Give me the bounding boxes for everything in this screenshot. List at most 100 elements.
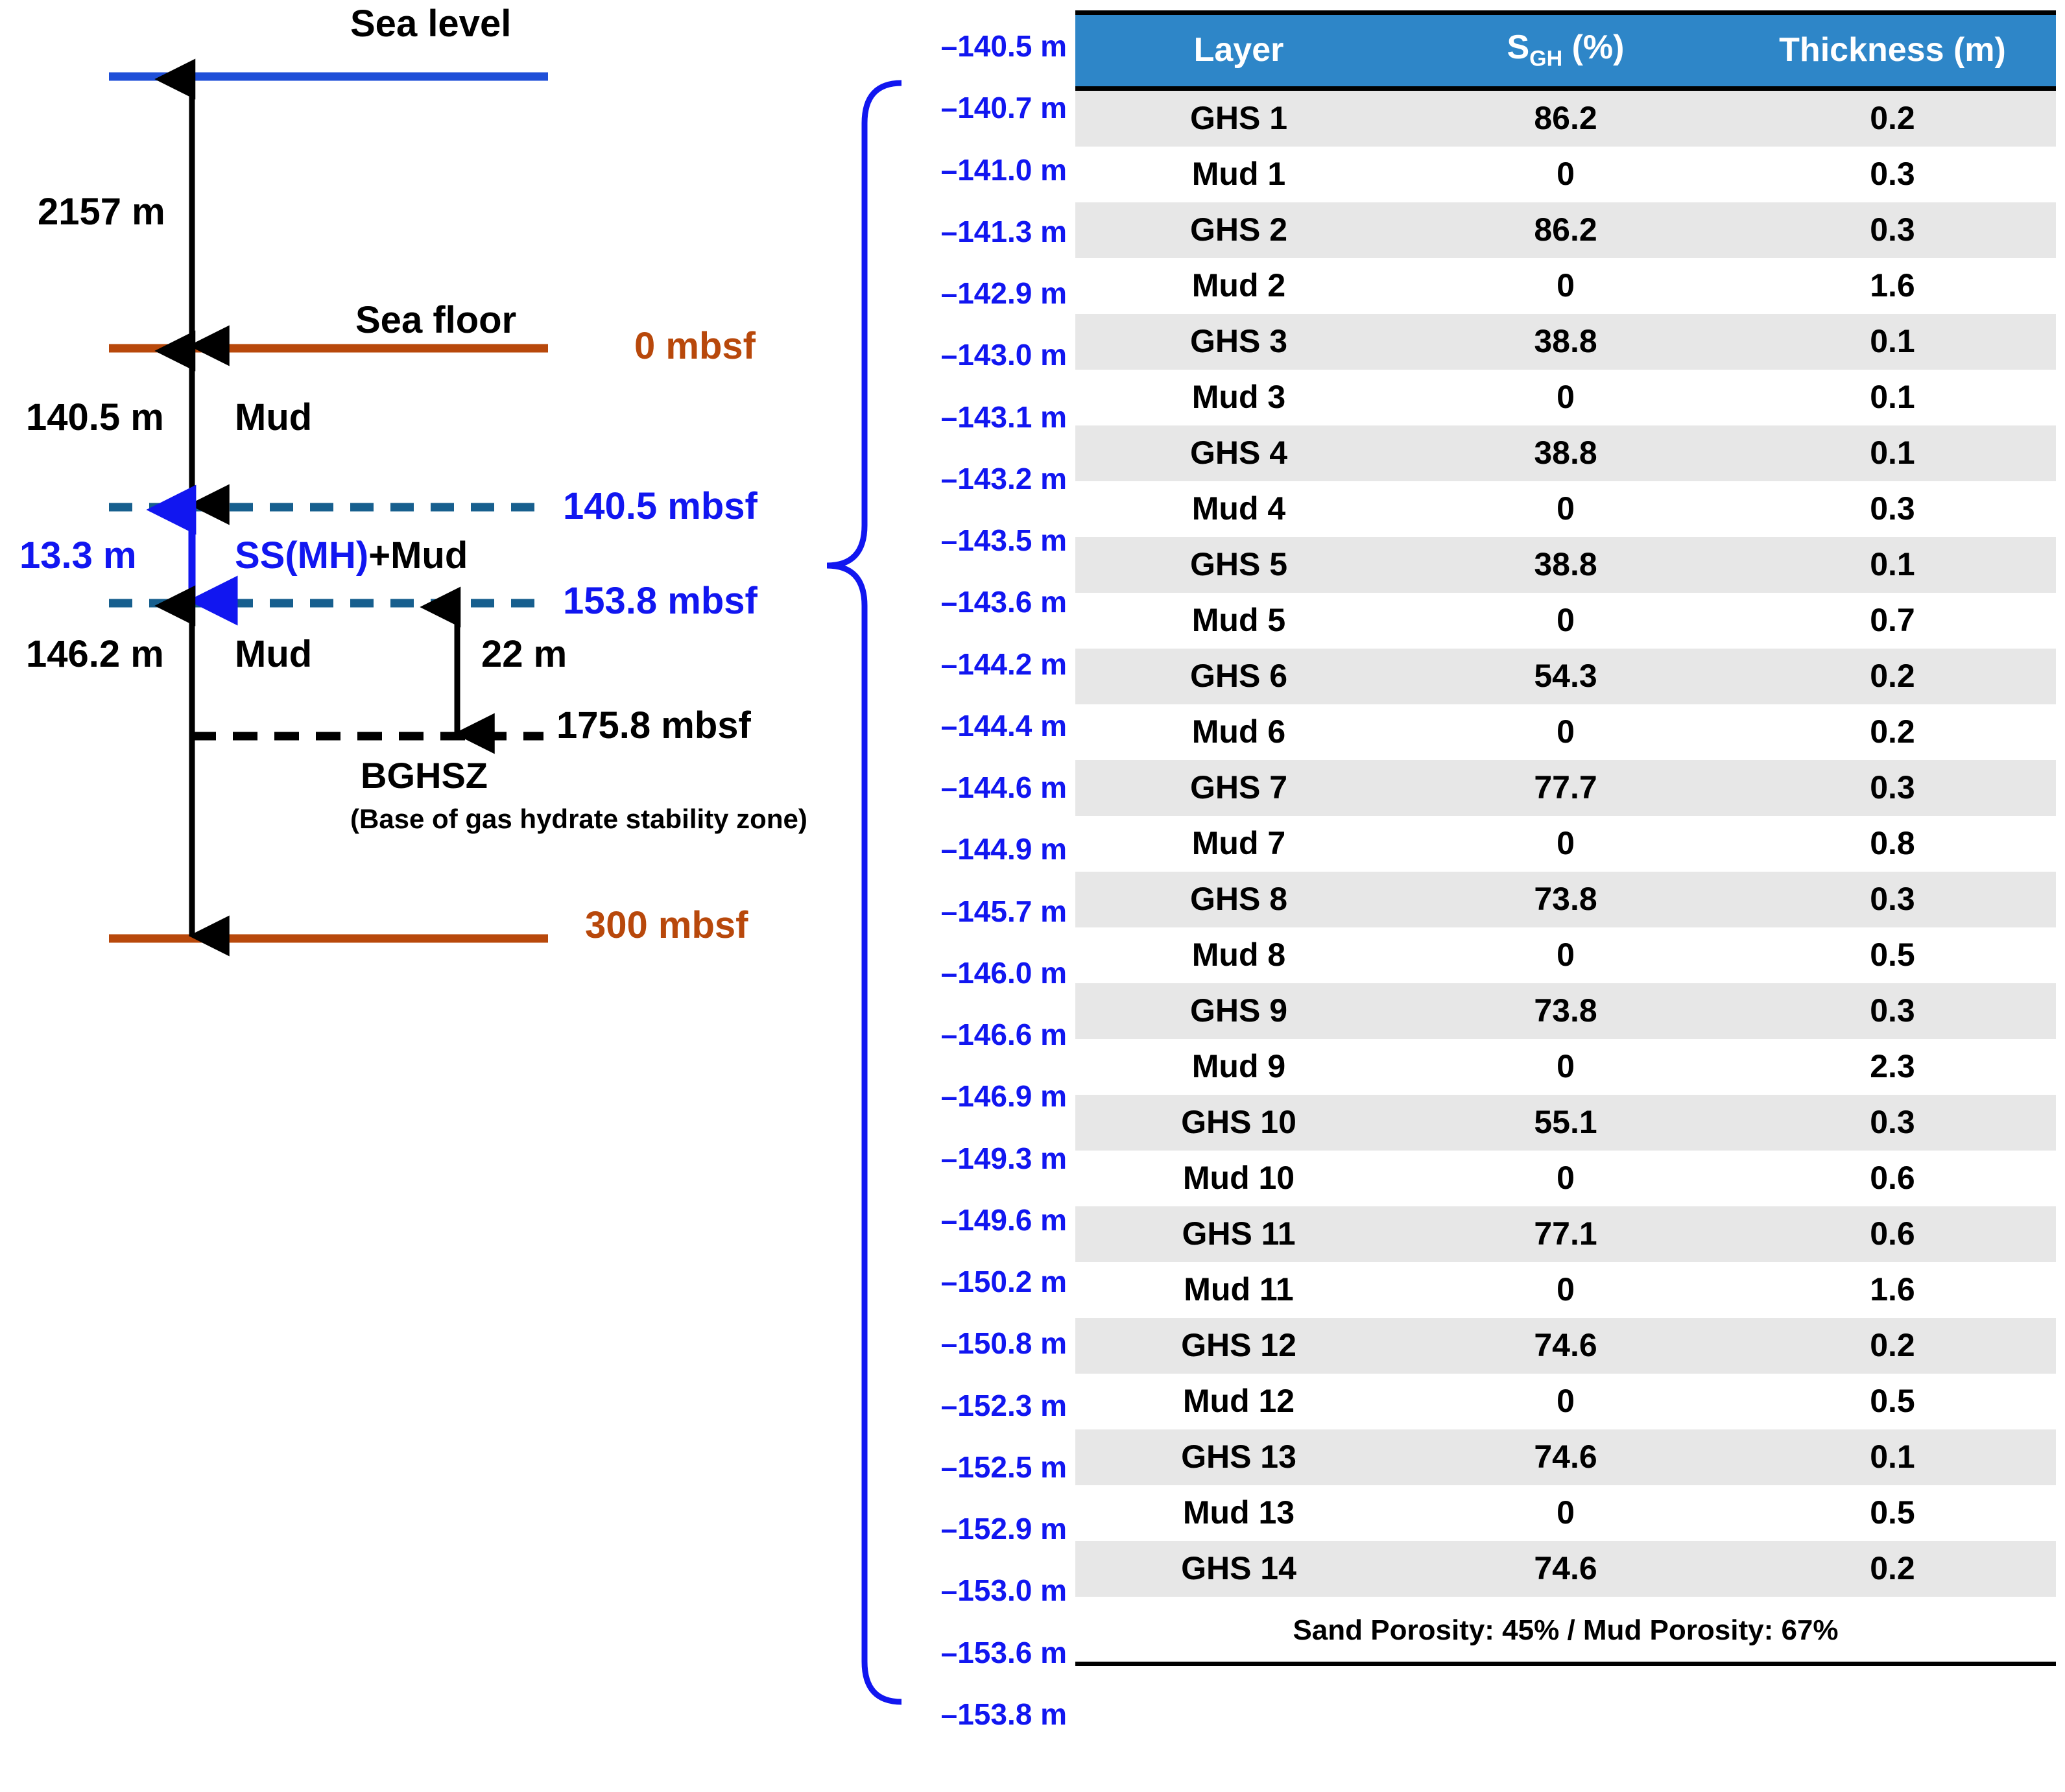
- cell-thickness: 0.3: [1729, 147, 2056, 203]
- table-header-row: Layer SGH (%) Thickness (m): [1075, 15, 2056, 89]
- cell-sgh: 0: [1402, 1039, 1729, 1095]
- header-sgh-unit: (%): [1562, 29, 1625, 66]
- cell-thickness: 0.3: [1729, 872, 2056, 928]
- schematic-graphics: [109, 58, 548, 957]
- cell-layer: Mud 4: [1075, 481, 1402, 538]
- cell-sgh: 0: [1402, 816, 1729, 872]
- depth-tick-label: –153.0 m: [940, 1573, 1067, 1608]
- depth-tick-label: –149.6 m: [940, 1202, 1067, 1237]
- cell-layer: GHS 10: [1075, 1095, 1402, 1151]
- rule-cell: [1729, 86, 2056, 93]
- cell-sgh: 0: [1402, 481, 1729, 538]
- header-layer: Layer: [1075, 15, 1402, 89]
- cell-thickness: 0.3: [1729, 481, 2056, 538]
- rule-cell: [1729, 10, 2056, 17]
- bghsz-depth-label: 175.8 mbsf: [556, 704, 751, 747]
- cell-thickness: 0.5: [1729, 1485, 2056, 1542]
- depth-tick-label: –144.2 m: [940, 647, 1067, 681]
- cell-thickness: 0.1: [1729, 314, 2056, 370]
- depth-tick-label: –146.6 m: [940, 1018, 1067, 1052]
- rule-cell: [1075, 10, 1402, 17]
- depth-tick-label: –146.0 m: [940, 955, 1067, 990]
- reservoir-lithology-blue-part: SS(MH): [235, 534, 369, 577]
- cell-thickness: 0.5: [1729, 927, 2056, 984]
- cell-layer: Mud 12: [1075, 1374, 1402, 1430]
- reservoir-base-depth-label: 153.8 mbsf: [563, 580, 758, 622]
- rule-cell: [1402, 86, 1729, 93]
- cell-layer: Mud 13: [1075, 1485, 1402, 1542]
- table-footer-row: Sand Porosity: 45% / Mud Porosity: 67%: [1075, 1597, 2056, 1667]
- lower-mud-label: Mud: [235, 633, 313, 675]
- table-foot: Sand Porosity: 45% / Mud Porosity: 67%: [1075, 1597, 2056, 1667]
- cell-layer: Mud 1: [1075, 147, 1402, 203]
- cell-layer: GHS 8: [1075, 872, 1402, 928]
- depth-tick-label: –145.7 m: [940, 894, 1067, 928]
- cell-thickness: 0.5: [1729, 1374, 2056, 1430]
- cell-thickness: 1.6: [1729, 1262, 2056, 1319]
- cell-thickness: 0.3: [1729, 760, 2056, 817]
- reservoir-thickness-label: 13.3 m: [19, 534, 137, 577]
- cell-thickness: 0.3: [1729, 983, 2056, 1040]
- cell-sgh: 74.6: [1402, 1429, 1729, 1486]
- cell-sgh: 86.2: [1402, 91, 1729, 147]
- cell-sgh: 54.3: [1402, 649, 1729, 705]
- reservoir-lithology-label: SS(MH)+Mud: [235, 537, 468, 575]
- cell-thickness: 2.3: [1729, 1039, 2056, 1095]
- depth-tick-label: –152.3 m: [940, 1388, 1067, 1422]
- cell-thickness: 0.1: [1729, 1429, 2056, 1486]
- depth-tick-label: –152.9 m: [940, 1512, 1067, 1546]
- cell-sgh: 38.8: [1402, 425, 1729, 482]
- cell-sgh: 0: [1402, 147, 1729, 203]
- brace-graphic: [826, 80, 902, 1705]
- depth-tick-label: –150.8 m: [940, 1326, 1067, 1361]
- cell-layer: GHS 6: [1075, 649, 1402, 705]
- cell-thickness: 0.6: [1729, 1151, 2056, 1207]
- cell-thickness: 0.2: [1729, 91, 2056, 147]
- cell-thickness: 1.6: [1729, 258, 2056, 315]
- cell-sgh: 0: [1402, 704, 1729, 761]
- lower-mud-thickness-label: 146.2 m: [26, 633, 164, 675]
- cell-layer: Mud 5: [1075, 593, 1402, 649]
- depth-tick-label: –143.5 m: [940, 523, 1067, 558]
- sea-floor-label: Sea floor: [355, 299, 517, 341]
- bghsz-acronym-label: BGHSZ: [361, 755, 488, 796]
- cell-thickness: 0.2: [1729, 649, 2056, 705]
- cell-sgh: 77.7: [1402, 760, 1729, 817]
- bghsz-expansion-label: (Base of gas hydrate stability zone): [350, 804, 807, 834]
- cell-thickness: 0.8: [1729, 816, 2056, 872]
- header-sgh-subscript: GH: [1529, 46, 1563, 71]
- cell-layer: GHS 7: [1075, 760, 1402, 817]
- depth-tick-label: –149.3 m: [940, 1141, 1067, 1175]
- upper-mud-thickness-label: 140.5 m: [26, 396, 164, 438]
- cell-sgh: 0: [1402, 927, 1729, 984]
- rule-cell: [1075, 86, 1402, 93]
- depth-tick-label: –153.6 m: [940, 1635, 1067, 1669]
- cell-thickness: 0.2: [1729, 704, 2056, 761]
- upper-mud-label: Mud: [235, 396, 313, 438]
- cell-thickness: 0.3: [1729, 202, 2056, 259]
- cell-layer: Mud 7: [1075, 816, 1402, 872]
- cell-thickness: 0.3: [1729, 1095, 2056, 1151]
- header-sgh-symbol: S: [1507, 29, 1530, 66]
- bottom-depth-label: 300 mbsf: [585, 904, 748, 946]
- cell-layer: GHS 9: [1075, 983, 1402, 1040]
- depth-tick-label: –143.1 m: [940, 400, 1067, 434]
- header-thickness: Thickness (m): [1729, 15, 2056, 89]
- cell-layer: Mud 3: [1075, 370, 1402, 426]
- depth-tick-label: –153.8 m: [940, 1697, 1067, 1731]
